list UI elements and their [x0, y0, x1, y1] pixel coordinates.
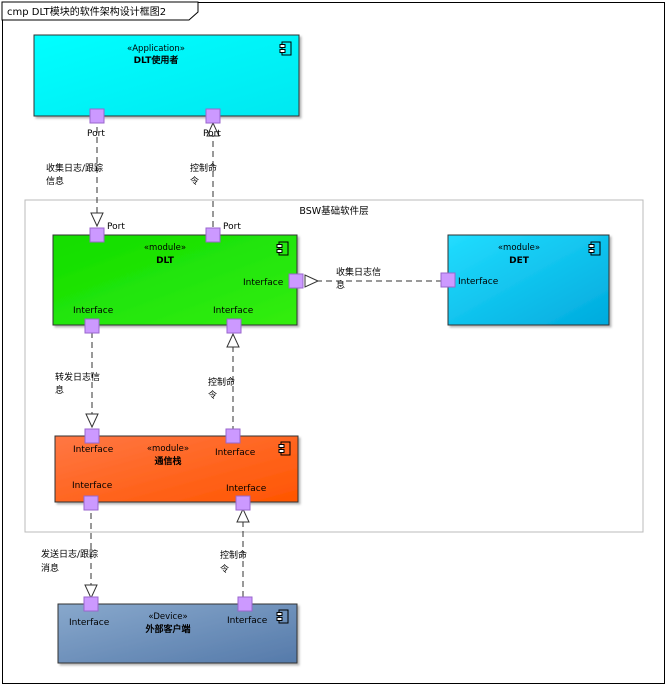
component-external-client[interactable]: «Device» 外部客户端: [57, 603, 298, 664]
comm-stack-name: 通信栈: [154, 455, 181, 467]
port-dlt-1-label: Port: [107, 222, 125, 232]
label-forward-log-2: 息: [55, 384, 64, 396]
port-dlt-1[interactable]: [89, 227, 105, 243]
interface-device-2[interactable]: [237, 596, 253, 612]
interface-dlt-bottom-1-label: Interface: [73, 306, 114, 316]
arrowhead-control-cmd-1: [206, 121, 220, 137]
label-control-cmd-3b: 令: [220, 563, 229, 575]
interface-dlt-bottom-2-label: Interface: [213, 306, 254, 316]
dlt-stereotype: «module»: [144, 243, 186, 253]
comm-stack-stereotype: «module»: [147, 444, 189, 454]
label-forward-log-1: 转发日志信: [55, 371, 100, 383]
arrowhead-control-cmd-3: [236, 507, 250, 523]
interface-comm-bottom-2-label: Interface: [226, 484, 267, 494]
interface-det[interactable]: [440, 272, 456, 288]
port-app-1-label: Port: [87, 129, 105, 139]
arrowhead-collect-log: [90, 212, 104, 228]
interface-comm-bottom-1-label: Interface: [72, 481, 113, 491]
dlt-user-name: DLT使用者: [134, 54, 179, 66]
label-control-cmd-1b: 令: [190, 175, 199, 187]
interface-comm-top-2-label: Interface: [215, 448, 256, 458]
dlt-user-stereotype: «Application»: [127, 44, 185, 54]
interface-device-1-label: Interface: [69, 618, 110, 628]
label-control-cmd-1a: 控制命: [190, 162, 217, 174]
interface-comm-bottom-2[interactable]: [235, 495, 251, 511]
label-collect-log-1: 收集日志/跟踪: [46, 162, 103, 174]
label-control-cmd-3a: 控制命: [220, 549, 247, 561]
label-send-log-1: 发送日志/跟踪: [41, 548, 98, 560]
port-dlt-2[interactable]: [205, 227, 221, 243]
dlt-name: DLT: [156, 256, 175, 266]
arrowhead-control-cmd-2: [226, 332, 240, 348]
component-det[interactable]: «module» DET: [447, 234, 610, 326]
label-control-cmd-2a: 控制命: [208, 376, 235, 388]
label-send-log-2: 消息: [41, 562, 59, 574]
arrowhead-collect-log-det: [304, 274, 320, 288]
label-control-cmd-2b: 令: [208, 389, 217, 401]
interface-comm-bottom-1[interactable]: [83, 495, 99, 511]
arrowhead-send-log: [84, 584, 98, 600]
interface-device-2-label: Interface: [227, 616, 268, 626]
interface-comm-top-1[interactable]: [84, 428, 100, 444]
diagram-title: cmp DLT模块的软件架构设计框图2: [7, 5, 166, 18]
component-comm-stack[interactable]: «module» 通信栈: [54, 435, 299, 503]
external-client-name: 外部客户端: [144, 623, 190, 635]
interface-comm-top-2[interactable]: [225, 428, 241, 444]
bsw-package-label: BSW基础软件层: [299, 205, 368, 217]
interface-comm-top-1-label: Interface: [73, 445, 114, 455]
interface-dlt-bottom-2[interactable]: [226, 318, 242, 334]
component-dlt-user[interactable]: «Application» DLT使用者: [33, 34, 300, 117]
interface-dlt-right[interactable]: [288, 273, 304, 289]
interface-dlt-bottom-1[interactable]: [84, 318, 100, 334]
arrowhead-forward-log: [85, 413, 99, 429]
label-collect-log-det-1: 收集日志信: [336, 266, 381, 278]
label-collect-log-det-2: 息: [336, 279, 345, 291]
interface-dlt-right-label: Interface: [243, 278, 284, 288]
port-app-2-label: Port: [203, 129, 221, 139]
title-tab: [1, 1, 199, 21]
interface-device-1[interactable]: [83, 596, 99, 612]
external-client-stereotype: «Device»: [148, 612, 187, 622]
port-app-2[interactable]: [205, 108, 221, 124]
port-dlt-2-label: Port: [223, 222, 241, 232]
det-stereotype: «module»: [498, 243, 540, 253]
det-name: DET: [509, 256, 530, 266]
interface-det-label: Interface: [458, 277, 499, 287]
label-collect-log-2: 信息: [46, 175, 64, 187]
port-app-1[interactable]: [89, 108, 105, 124]
component-dlt[interactable]: «module» DLT: [52, 234, 298, 326]
